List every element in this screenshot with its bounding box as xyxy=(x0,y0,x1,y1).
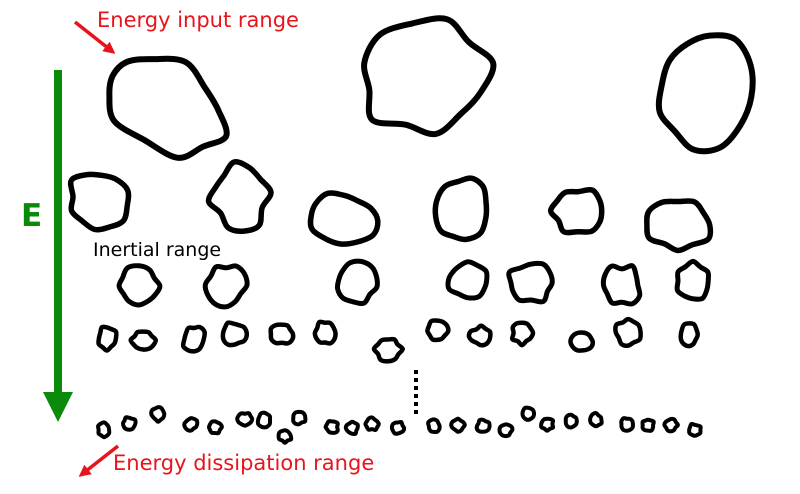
eddy xyxy=(180,324,207,354)
eddy xyxy=(432,175,490,243)
eddy xyxy=(613,316,643,348)
eddy xyxy=(307,190,381,247)
eddy xyxy=(343,419,360,437)
eddy xyxy=(334,258,380,307)
eddy xyxy=(361,15,497,138)
eddy xyxy=(655,32,756,155)
eddy xyxy=(106,55,230,161)
eddy xyxy=(563,412,579,430)
eddy xyxy=(662,416,680,434)
eddy xyxy=(506,260,555,305)
eddy xyxy=(312,319,338,346)
eddy xyxy=(149,405,167,424)
dissipation-eddies xyxy=(96,405,703,445)
eddy xyxy=(539,416,556,433)
eddy xyxy=(474,417,492,434)
eddy xyxy=(291,409,308,427)
eddy xyxy=(205,158,274,234)
arrows-layer xyxy=(43,20,418,477)
eddy xyxy=(389,419,407,436)
energy-dissipation-label: Energy dissipation range xyxy=(113,451,375,475)
eddy xyxy=(67,171,132,233)
tier-4-eddies xyxy=(96,316,700,364)
tier-2-eddies xyxy=(67,158,714,254)
inertial-range-label: Inertial range xyxy=(93,239,222,261)
eddy xyxy=(445,259,490,301)
eddy xyxy=(466,323,493,348)
eddy xyxy=(520,405,537,422)
eddy xyxy=(96,420,112,440)
eddies-layer xyxy=(67,15,756,445)
eddy xyxy=(497,422,515,439)
eddy xyxy=(128,329,158,352)
eddy xyxy=(674,258,712,302)
eddy xyxy=(207,419,224,436)
eddy xyxy=(182,416,200,433)
eddy xyxy=(220,320,250,348)
eddy xyxy=(276,428,294,445)
eddy xyxy=(644,198,714,254)
eddy xyxy=(509,320,536,348)
eddy xyxy=(202,263,250,310)
eddy xyxy=(96,324,119,353)
eddy xyxy=(687,421,703,438)
eddy xyxy=(235,411,255,428)
eddy xyxy=(640,417,656,433)
eddy xyxy=(323,419,340,435)
eddy xyxy=(425,318,451,343)
eddy xyxy=(426,417,442,435)
eddy xyxy=(600,263,643,307)
eddy xyxy=(588,411,604,429)
eddy xyxy=(619,416,635,433)
energy-input-eddies xyxy=(106,15,756,161)
energy-axis-label: E xyxy=(21,198,43,234)
eddy xyxy=(568,330,596,353)
down-arrow-icon xyxy=(43,392,73,422)
tier-3-eddies xyxy=(116,258,712,310)
eddy xyxy=(121,415,138,432)
eddy xyxy=(363,415,381,433)
eddy xyxy=(449,416,467,434)
eddy xyxy=(255,410,273,430)
eddy xyxy=(547,186,605,236)
pointer-arrow-icon xyxy=(73,20,116,54)
energy-input-label: Energy input range xyxy=(97,8,299,32)
eddy xyxy=(678,321,700,349)
eddy xyxy=(371,336,405,364)
eddy xyxy=(116,263,163,308)
pointer-arrow-icon xyxy=(78,444,120,477)
eddy xyxy=(268,322,296,346)
